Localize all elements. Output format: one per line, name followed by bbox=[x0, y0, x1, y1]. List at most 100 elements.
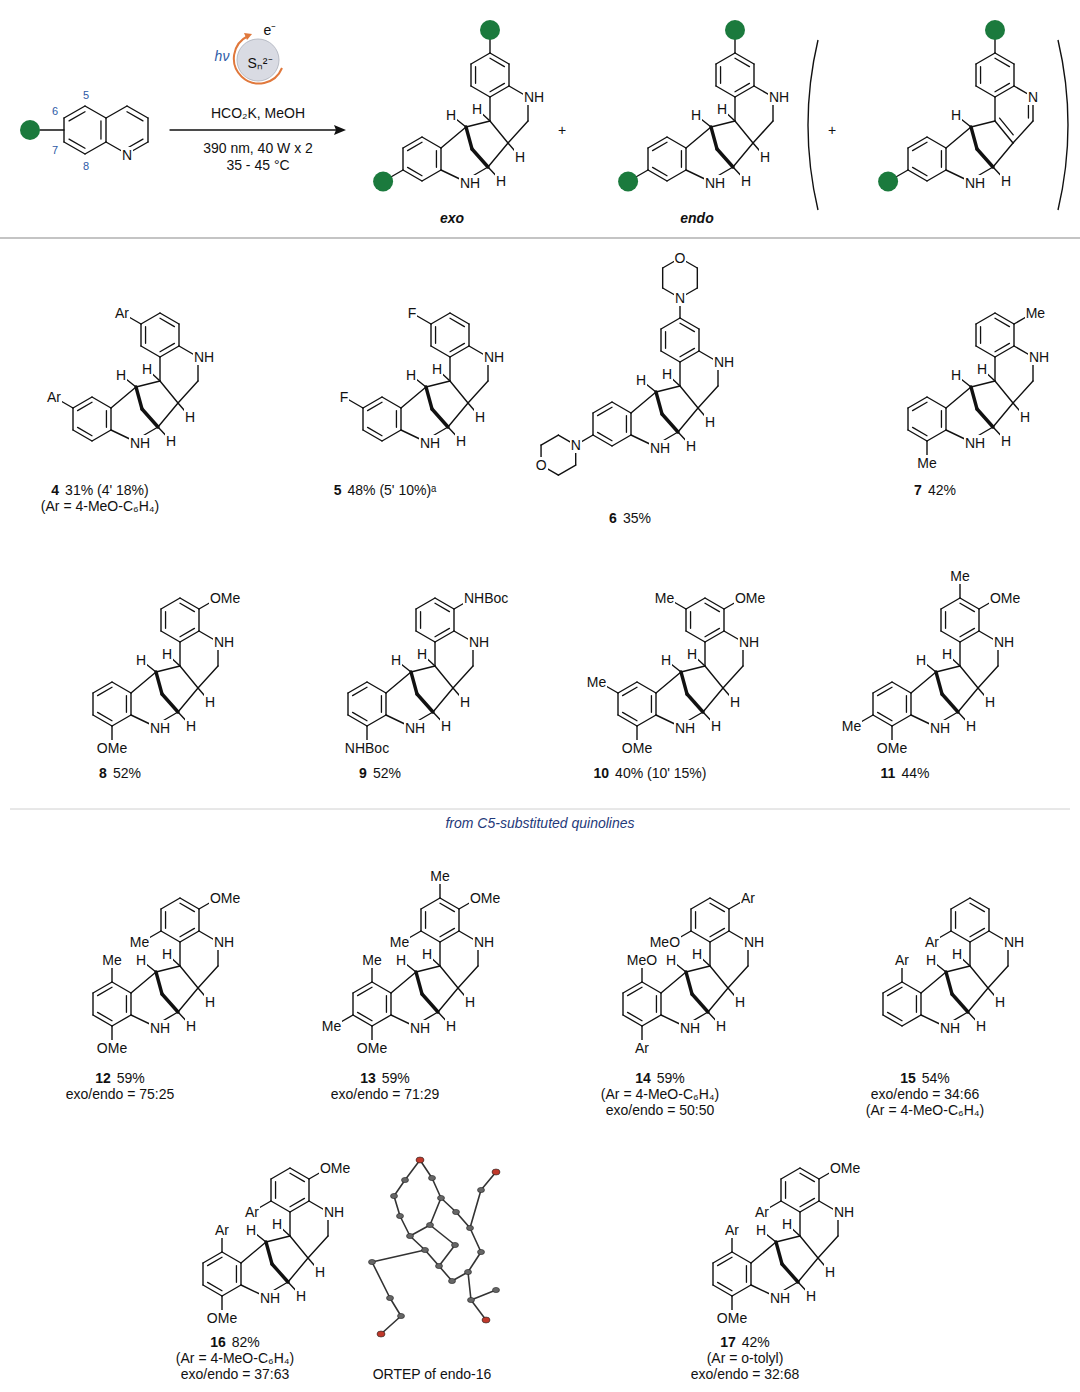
atom-label: NH bbox=[193, 349, 215, 365]
atom-label: H bbox=[660, 652, 672, 668]
bond-line bbox=[147, 118, 148, 142]
bond-line bbox=[69, 112, 85, 121]
atom-label: NH bbox=[213, 934, 235, 950]
bridge-bond bbox=[136, 387, 142, 409]
bond-line bbox=[390, 993, 391, 1015]
bond-line bbox=[541, 435, 558, 445]
bond-line bbox=[436, 151, 437, 168]
bond-line bbox=[290, 1236, 308, 1258]
yield-text: 40% (10' 15%) bbox=[614, 765, 707, 781]
divider-line bbox=[10, 809, 1070, 810]
bond-line bbox=[994, 357, 995, 381]
bond-line bbox=[179, 642, 180, 666]
divider-line bbox=[0, 237, 1080, 239]
bond-line bbox=[290, 1201, 309, 1212]
bond-line bbox=[367, 682, 386, 693]
bond-line bbox=[941, 598, 960, 609]
bond-line bbox=[289, 1212, 290, 1236]
bond-line bbox=[85, 106, 106, 118]
bond-line bbox=[713, 1252, 732, 1263]
atom-label: H bbox=[729, 694, 741, 710]
bond-line bbox=[913, 427, 927, 435]
bond-line bbox=[435, 631, 454, 642]
bond-line bbox=[951, 931, 970, 942]
caption-note: (Ar = o-tolyl) bbox=[706, 1350, 785, 1366]
bond-line bbox=[221, 1236, 222, 1252]
atom-label: H bbox=[141, 361, 153, 377]
bond-line bbox=[421, 898, 440, 909]
bond-line bbox=[941, 631, 960, 642]
bond-line bbox=[439, 882, 440, 898]
atom-label: H bbox=[925, 952, 937, 968]
atom-label: NH bbox=[468, 634, 490, 650]
bond-line bbox=[353, 712, 367, 720]
bond-line bbox=[408, 142, 422, 150]
bond-line bbox=[222, 1285, 241, 1296]
compound-number: 7 bbox=[913, 482, 923, 498]
substituent-dot bbox=[373, 172, 393, 192]
bond-line bbox=[348, 715, 367, 726]
bond-line bbox=[450, 381, 468, 403]
bond-line bbox=[873, 682, 892, 693]
substituent-label: Ar bbox=[724, 1222, 740, 1238]
bond-line bbox=[1013, 121, 1033, 143]
bridge-bond bbox=[656, 392, 662, 414]
yield-text: 59% bbox=[381, 1070, 411, 1086]
substituent-label: Me bbox=[916, 455, 937, 471]
atom-label: NH bbox=[833, 1204, 855, 1220]
bond-line bbox=[489, 97, 490, 121]
substituent-dot bbox=[725, 20, 745, 40]
bond-line bbox=[776, 1236, 800, 1242]
bond-line bbox=[363, 397, 382, 408]
atom-label: H bbox=[161, 646, 173, 662]
atom-label: H bbox=[740, 173, 752, 189]
bond-line bbox=[818, 1236, 838, 1258]
bond-line bbox=[490, 86, 509, 97]
atom-label: NH bbox=[459, 175, 481, 191]
reaction-arrow bbox=[170, 129, 338, 130]
bond-line bbox=[710, 966, 728, 988]
bond-line bbox=[698, 329, 699, 351]
atom-label: H bbox=[471, 101, 483, 117]
bond-line bbox=[685, 148, 686, 170]
atom-label: NH bbox=[419, 435, 441, 451]
bond-line bbox=[720, 67, 721, 84]
compound-number: 14 bbox=[634, 1070, 652, 1086]
bond-line bbox=[396, 411, 397, 428]
bond-line bbox=[431, 346, 450, 357]
ortep-atom bbox=[438, 1195, 445, 1200]
compound-number: 13 bbox=[359, 1070, 377, 1086]
caption-note: exo/endo = 37:63 bbox=[180, 1366, 291, 1382]
bond-line bbox=[656, 672, 681, 693]
bond-line bbox=[422, 170, 441, 181]
ortep-atom bbox=[482, 1317, 490, 1323]
bond-line bbox=[130, 993, 131, 1015]
bond-line bbox=[723, 666, 743, 688]
bond-line bbox=[681, 151, 682, 168]
bond-line bbox=[872, 693, 873, 715]
atom-label: H bbox=[710, 718, 722, 734]
bond-line bbox=[440, 966, 458, 988]
bond-line bbox=[705, 631, 724, 642]
bond-line bbox=[958, 688, 978, 712]
bond-line bbox=[435, 327, 436, 344]
bond-line bbox=[593, 402, 612, 413]
bond-line bbox=[165, 912, 166, 929]
bond-line bbox=[626, 416, 627, 433]
bond-line bbox=[450, 318, 464, 326]
bond-line bbox=[386, 672, 411, 693]
ortep-atom bbox=[407, 1233, 414, 1238]
bond-line bbox=[353, 687, 367, 695]
substituent-dot bbox=[20, 120, 40, 140]
caption-note: exo/endo = 75:25 bbox=[65, 1086, 176, 1102]
ortep-atom bbox=[427, 1222, 434, 1227]
bond-line bbox=[140, 324, 141, 346]
substituent-label: OMe bbox=[319, 1160, 351, 1176]
bond-line bbox=[978, 666, 998, 688]
bond-line bbox=[290, 1173, 304, 1181]
bond-line bbox=[160, 313, 179, 324]
bond-line bbox=[490, 58, 504, 66]
bond-line bbox=[995, 343, 1009, 351]
bridge-bond bbox=[717, 149, 733, 167]
